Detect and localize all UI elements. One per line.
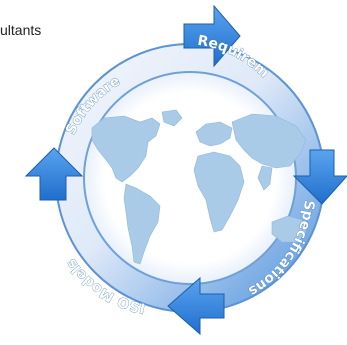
world-map xyxy=(91,109,307,265)
arrow-top xyxy=(183,4,241,68)
arrow-bottom xyxy=(167,276,225,336)
partial-header-text: ultants xyxy=(0,22,42,38)
arrow-left xyxy=(24,147,84,201)
arrow-right xyxy=(292,149,347,205)
